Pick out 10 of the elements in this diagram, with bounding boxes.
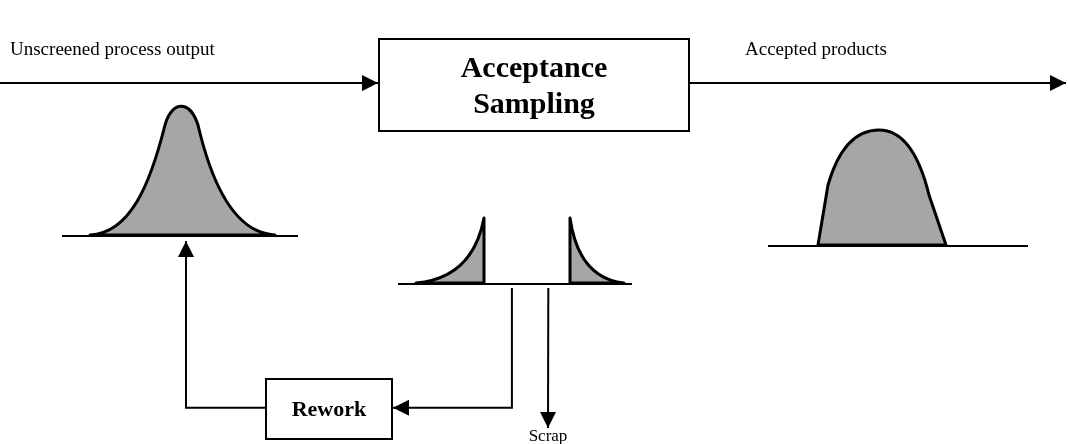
arrow <box>540 287 557 429</box>
arrow <box>689 75 1067 91</box>
edge-label: Unscreened process output <box>10 38 215 60</box>
arrow <box>0 75 379 92</box>
arrow <box>178 240 266 409</box>
arrow <box>392 287 513 416</box>
process-box: Acceptance Sampling <box>378 38 690 132</box>
edge-label: Accepted products <box>745 38 887 60</box>
node-label: Scrap <box>515 428 581 444</box>
process-box: Rework <box>265 378 393 440</box>
